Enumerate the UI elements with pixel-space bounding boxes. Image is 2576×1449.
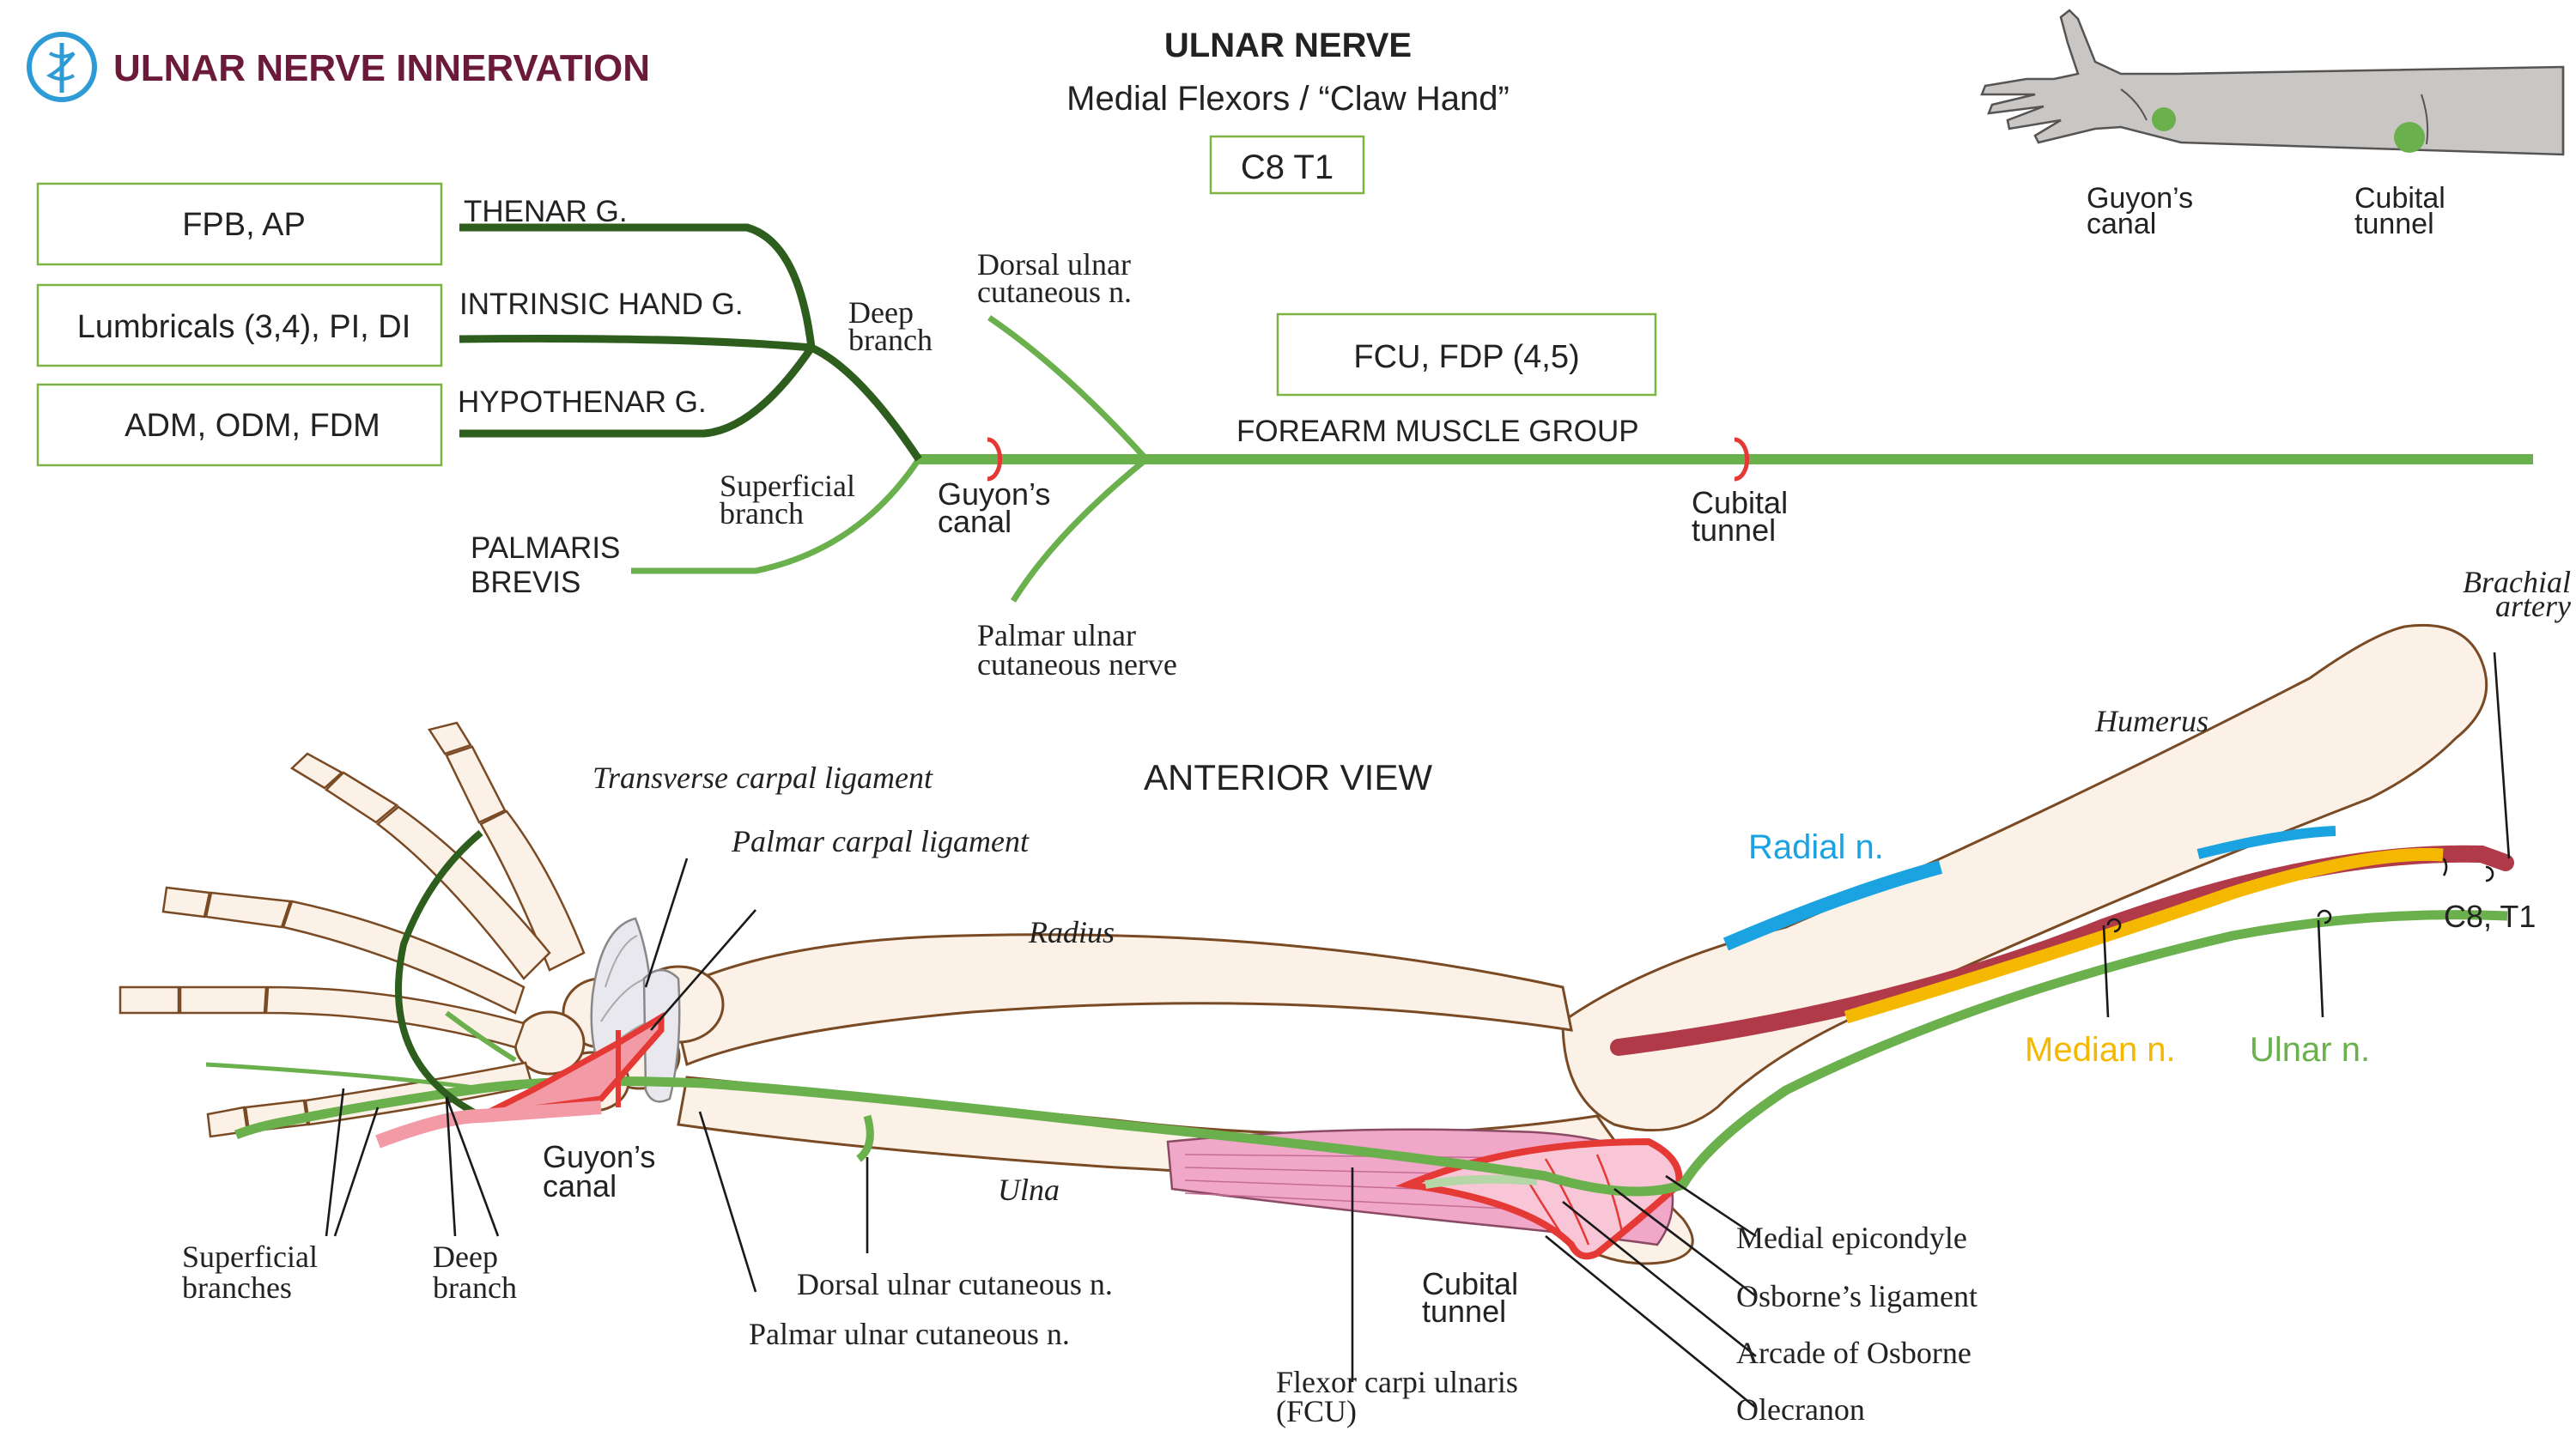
radial-nerve — [1722, 860, 1943, 951]
inset-cubital-marker — [2394, 122, 2425, 153]
dorsal-cutaneous-label: Dorsal ulnar — [977, 247, 1131, 282]
forearm-muscles: FCU, FDP (4,5) — [1353, 339, 1579, 375]
schematic-guyon-label: Guyon’s — [938, 476, 1050, 512]
hypothenar-muscle-box — [36, 383, 443, 467]
thenar-muscles: FPB, AP — [182, 207, 306, 243]
roots-nerve-label: C8, T1 — [2444, 899, 2536, 934]
schematic-cubital-label-2: tunnel — [1692, 512, 1776, 548]
osborne-ligament-label: Osborne’s ligament — [1736, 1279, 1978, 1313]
brand-logo-icon — [27, 32, 97, 102]
palmar-carpal-label: Palmar carpal ligament — [731, 824, 1030, 858]
forearm-group-label: FOREARM MUSCLE GROUP — [1236, 415, 1639, 448]
thenar-muscle-box — [36, 182, 443, 266]
inset-guyon-label-2: canal — [2087, 208, 2156, 240]
deep-branch-anatomy-label: Deep — [433, 1240, 498, 1274]
guyon-canal-anatomy-label: Guyon’s — [543, 1139, 655, 1174]
median-nerve — [1844, 847, 2444, 1024]
schematic-cubital-label: Cubital — [1692, 485, 1788, 520]
median-nerve-label: Median n. — [2025, 1031, 2176, 1069]
inset-guyon-marker — [2152, 107, 2176, 131]
palmar-cutaneous-label-2: cutaneous nerve — [977, 647, 1177, 682]
ulnar-nerve-label: Ulnar n. — [2250, 1031, 2370, 1069]
arcade-osborne-label: Arcade of Osborne — [1736, 1336, 1971, 1370]
anterior-view-title: ANTERIOR VIEW — [1144, 757, 1432, 797]
palmar-cutaneous-anatomy-label: Palmar ulnar cutaneous n. — [749, 1317, 1070, 1351]
diagram-subtitle: Medial Flexors / “Claw Hand” — [1066, 80, 1510, 118]
olecranon-label: Olecranon — [1736, 1392, 1865, 1427]
cubital-tunnel-anatomy-label: Cubital — [1422, 1266, 1518, 1301]
roots-label: C8 T1 — [1241, 149, 1334, 186]
cubital-tunnel-anatomy-label-2: tunnel — [1422, 1294, 1506, 1329]
brachial-artery-label: Brachial — [2463, 565, 2571, 599]
transverse-carpal-label: Transverse carpal ligament — [592, 761, 933, 795]
hypothenar-group-label: HYPOTHENAR G. — [458, 385, 707, 419]
superficial-branches-label-2: branches — [182, 1270, 292, 1305]
dorsal-cutaneous-label-2: cutaneous n. — [977, 275, 1132, 309]
palmar-carpal-ligament — [642, 968, 681, 1103]
nerve-schematic — [459, 223, 2533, 603]
superficial-branches-label: Superficial — [182, 1240, 318, 1274]
palmar-cutaneous-label: Palmar ulnar — [977, 618, 1136, 652]
dorsal-cutaneous-anatomy-label: Dorsal ulnar cutaneous n. — [797, 1267, 1113, 1301]
guyon-canal-anatomy-label-2: canal — [543, 1168, 617, 1203]
brand-title: ULNAR NERVE INNERVATION — [113, 47, 650, 89]
deep-branch-label-2: branch — [848, 323, 933, 357]
inset-cubital-label-2: tunnel — [2354, 208, 2434, 240]
palmaris-brevis-label-2: BREVIS — [471, 566, 580, 599]
radius-label: Radius — [1028, 915, 1115, 949]
superficial-branch-label-2: branch — [720, 496, 804, 530]
roots-box — [1209, 135, 1365, 195]
brachial-artery-label-2: artery — [2495, 589, 2571, 623]
medial-epicondyle-label: Medial epicondyle — [1736, 1221, 1967, 1255]
ulnar-nerve-path — [205, 829, 2508, 1197]
schematic-guyon-marker — [987, 437, 1003, 482]
inset-guyon-label: Guyon’s — [2087, 182, 2193, 215]
humerus-label: Humerus — [2094, 704, 2208, 738]
schematic-cubital-marker — [1734, 437, 1750, 482]
deep-branch-label: Deep — [848, 295, 914, 330]
radial-nerve-label: Radial n. — [1748, 828, 1884, 866]
ulna-label: Ulna — [998, 1173, 1060, 1207]
schematic-guyon-label-2: canal — [938, 504, 1012, 539]
leader-lines — [325, 652, 2511, 1410]
radial-nerve-upper — [2196, 826, 2336, 859]
inset-arm-illustration — [1980, 9, 2565, 156]
superficial-branch-label: Superficial — [720, 469, 855, 503]
forearm-muscle-box — [1276, 312, 1657, 397]
hypothenar-muscles: ADM, ODM, FDM — [125, 408, 380, 444]
intrinsic-group-label: INTRINSIC HAND G. — [459, 288, 744, 321]
fcu-label-2: (FCU) — [1276, 1394, 1357, 1428]
thenar-group-label: THENAR G. — [464, 195, 628, 228]
inset-cubital-label: Cubital — [2354, 182, 2445, 215]
palmaris-brevis-label: PALMARIS — [471, 531, 620, 565]
intrinsic-muscles: Lumbricals (3,4), PI, DI — [77, 309, 411, 345]
intrinsic-muscle-box — [36, 283, 443, 367]
diagram-title: ULNAR NERVE — [1164, 27, 1412, 64]
deep-branch-anatomy-label-2: branch — [433, 1270, 517, 1305]
fcu-label: Flexor carpi ulnaris — [1276, 1365, 1518, 1399]
